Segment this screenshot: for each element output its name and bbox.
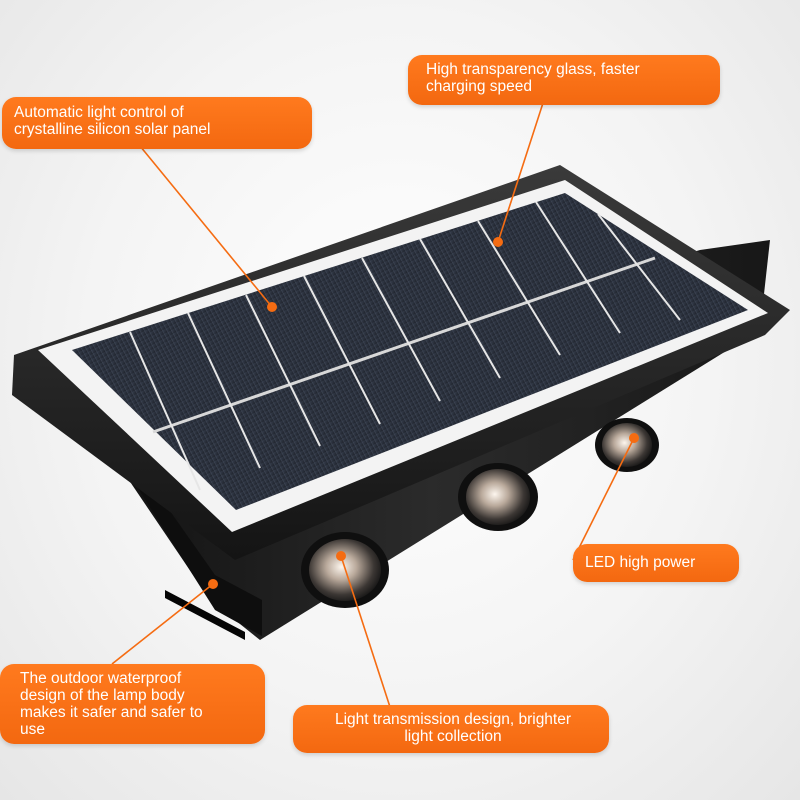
callout-waterproof: The outdoor waterproof design of the lam…	[0, 664, 265, 744]
callout-led: LED high power	[573, 544, 739, 582]
callout-solar-panel: Automatic light control of crystalline s…	[2, 97, 312, 149]
vent-slot	[165, 590, 245, 640]
leader-lines	[111, 102, 635, 708]
leader-dots	[208, 237, 639, 589]
callout-light-transmission: Light transmission design, brighter ligh…	[293, 705, 609, 753]
solar-cells	[72, 193, 748, 510]
led-lenses	[301, 418, 659, 608]
callout-glass: High transparency glass, faster charging…	[408, 55, 720, 105]
